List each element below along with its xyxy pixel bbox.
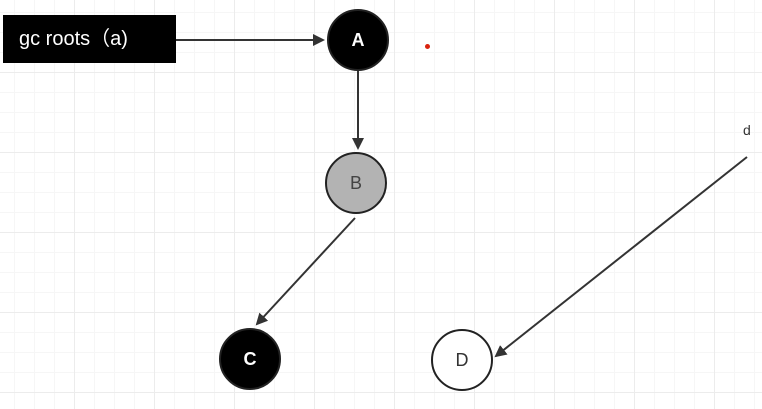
variable-d-label: d [743,122,751,138]
marker-dot [425,44,430,49]
node-b[interactable]: B [325,152,387,214]
edge-d-to-d [494,156,748,358]
node-a[interactable]: A [327,9,389,71]
gc-roots-box[interactable]: gc roots（a) [3,15,176,63]
node-c-label: C [243,348,257,369]
node-a-label: A [351,29,365,50]
node-b-label: B [349,172,362,193]
node-d[interactable]: D [431,329,493,391]
node-c[interactable]: C [219,328,281,390]
node-d-label: D [455,349,469,370]
edge-b-to-c [255,217,356,326]
